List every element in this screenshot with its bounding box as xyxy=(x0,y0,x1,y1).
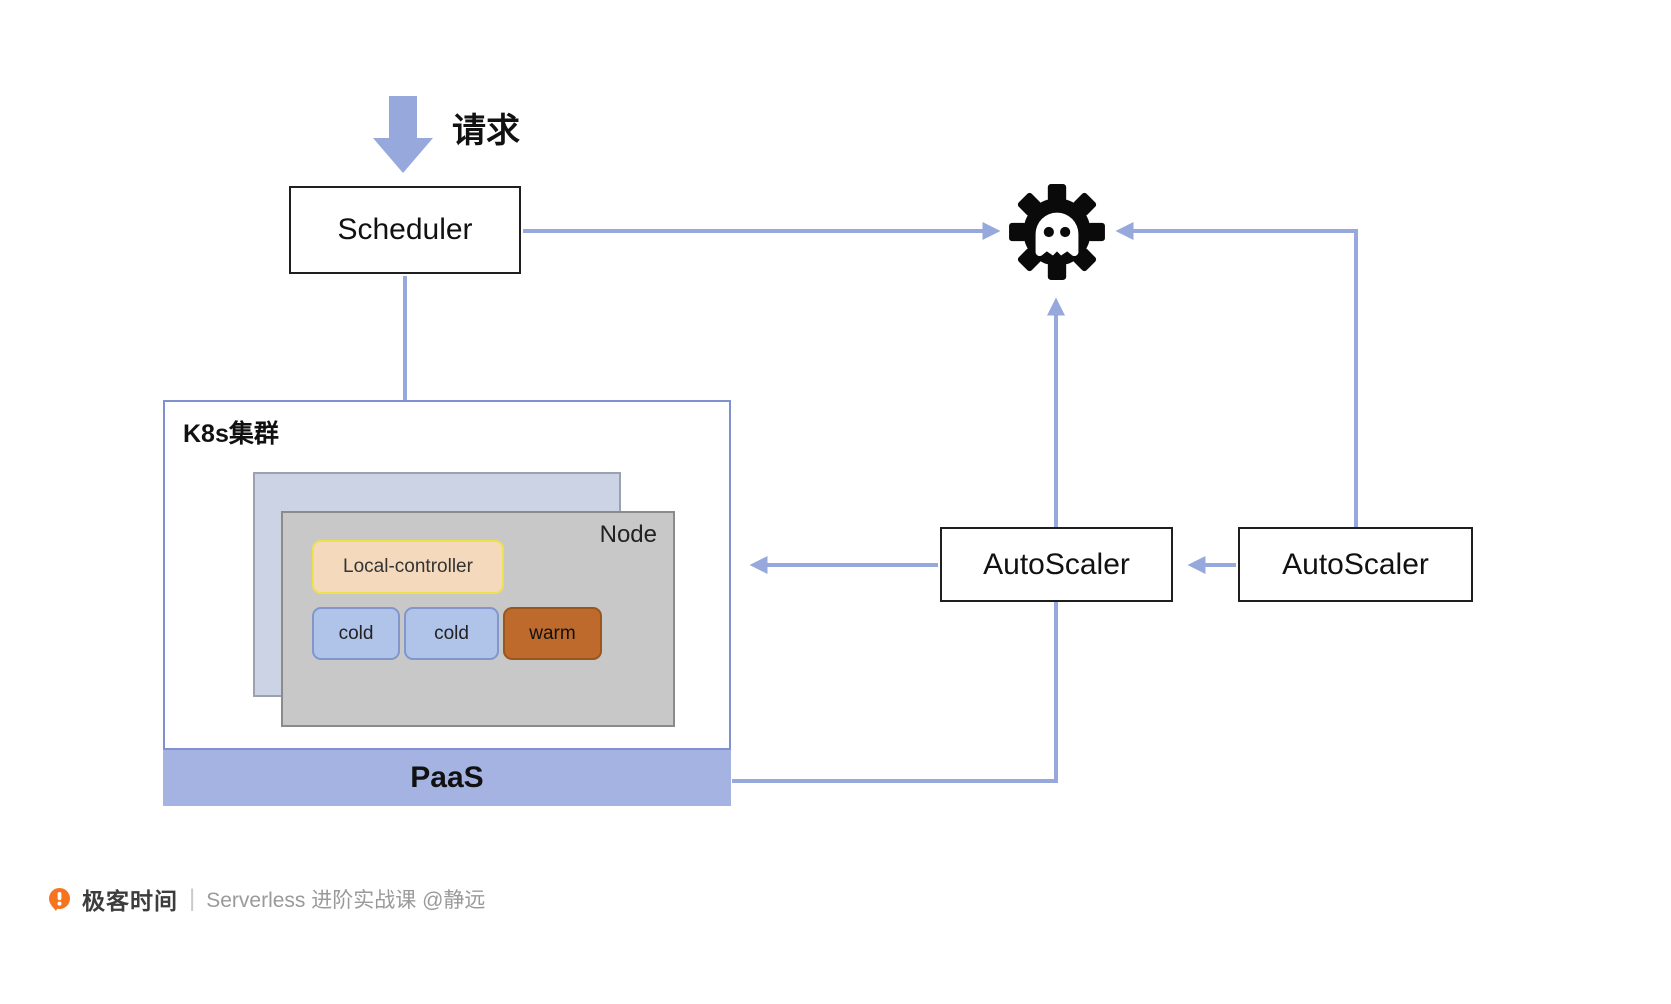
scheduler-label: Scheduler xyxy=(337,213,473,246)
geektime-logo-icon xyxy=(49,887,70,911)
k8s-cluster-label: K8s集群 xyxy=(183,420,279,448)
footer-separator: | xyxy=(189,885,196,912)
autoscaler-label: AutoScaler xyxy=(983,547,1130,581)
gear-icon xyxy=(1009,184,1105,280)
paas-bar: PaaS xyxy=(163,750,731,806)
node-label: Node xyxy=(599,521,657,548)
local-controller-label: Local-controller xyxy=(343,556,473,577)
paas-label: PaaS xyxy=(410,761,484,794)
request-label: 请求 xyxy=(452,112,520,150)
paas-to-gear-arrow xyxy=(732,297,1065,783)
request-down-arrow xyxy=(373,96,433,173)
node-panel: Node Local-controller cold cold warm xyxy=(281,511,675,727)
autoscaler-right-to-gear-arrow xyxy=(1115,222,1358,528)
pod-label: cold xyxy=(338,622,374,644)
controller-gear-icon xyxy=(1006,181,1108,283)
autoscaler-right-box: AutoScaler xyxy=(1238,527,1473,602)
pod-warm: warm xyxy=(503,607,602,660)
autoscaler-label: AutoScaler xyxy=(1282,547,1429,581)
pod-label: cold xyxy=(434,622,469,644)
local-controller-box: Local-controller xyxy=(312,540,504,594)
footer: 极客时间 | Serverless 进阶实战课 @静远 xyxy=(46,882,485,916)
autoscaler-left-box: AutoScaler xyxy=(940,527,1173,602)
brand-name: 极客时间 xyxy=(82,888,178,914)
footer-caption: Serverless 进阶实战课 @静远 xyxy=(206,889,486,912)
scheduler-box: Scheduler xyxy=(289,186,521,274)
pod-cold-1: cold xyxy=(312,607,400,660)
pod-cold-2: cold xyxy=(404,607,499,660)
pod-label: warm xyxy=(529,622,576,644)
